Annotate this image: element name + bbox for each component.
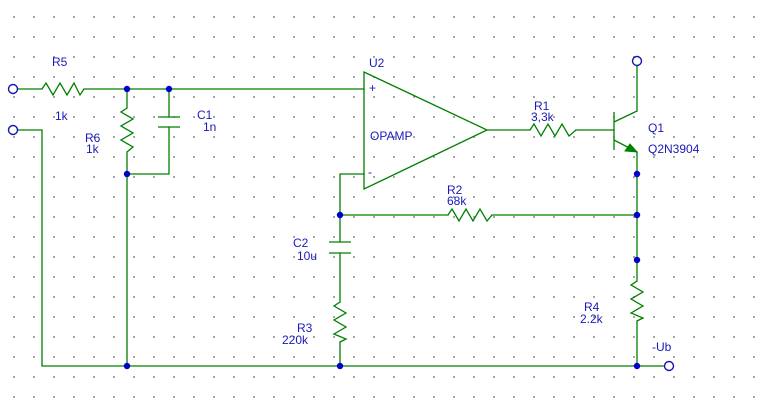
capacitor-c2 (329, 241, 351, 254)
r1-value-label: 3,3k (531, 110, 554, 124)
r2-ref-label: R2 (447, 183, 463, 197)
resistor-r4 (629, 280, 645, 322)
u2-minus-label: - (368, 165, 372, 179)
supply-terminal[interactable] (663, 360, 675, 372)
u2-ref-label: U2 (369, 56, 385, 70)
r6-value-label: 1k (86, 142, 99, 156)
wire-opamp-minus (339, 173, 365, 243)
junction-dots (123, 85, 641, 370)
resistor-r2 (447, 207, 493, 223)
capacitor-c1 (158, 116, 180, 128)
c1-ref-label: C1 (197, 108, 213, 122)
opamp-u2 (363, 70, 489, 191)
input-terminal-top[interactable] (7, 83, 19, 95)
resistor-r6 (119, 107, 135, 153)
c2-value-label: 10u (297, 249, 318, 263)
r5-ref-label: R5 (52, 55, 68, 69)
r6-ref-label: R6 (85, 131, 101, 145)
wire-ground-return (17, 129, 665, 367)
r4-ref-label: R4 (584, 300, 600, 314)
transistor-q1 (613, 110, 639, 153)
resistor-r3 (332, 301, 348, 343)
u2-plus-label: + (369, 81, 377, 95)
wire-c1-bottom (126, 126, 170, 175)
r5-value-label: 1k (55, 109, 68, 123)
collector-terminal[interactable] (631, 55, 643, 67)
c1-value-label: 1n (203, 120, 217, 134)
c2-ref-label: C2 (293, 236, 309, 250)
r4-value-label: 2.2k (580, 312, 603, 326)
supply-net-label: -Ub (652, 340, 672, 354)
r2-value-label: 68k (447, 194, 467, 208)
resistor-r1 (529, 122, 577, 138)
q1-ref-label: Q1 (648, 121, 665, 135)
r3-value-label: 220k (282, 333, 309, 347)
input-terminal-bottom[interactable] (7, 124, 19, 136)
q1-value-label: Q2N3904 (648, 142, 700, 156)
u2-body-label: OPAMP (370, 129, 413, 143)
r1-ref-label: R1 (534, 99, 550, 113)
r3-ref-label: R3 (297, 321, 313, 335)
resistor-r5 (41, 81, 85, 97)
